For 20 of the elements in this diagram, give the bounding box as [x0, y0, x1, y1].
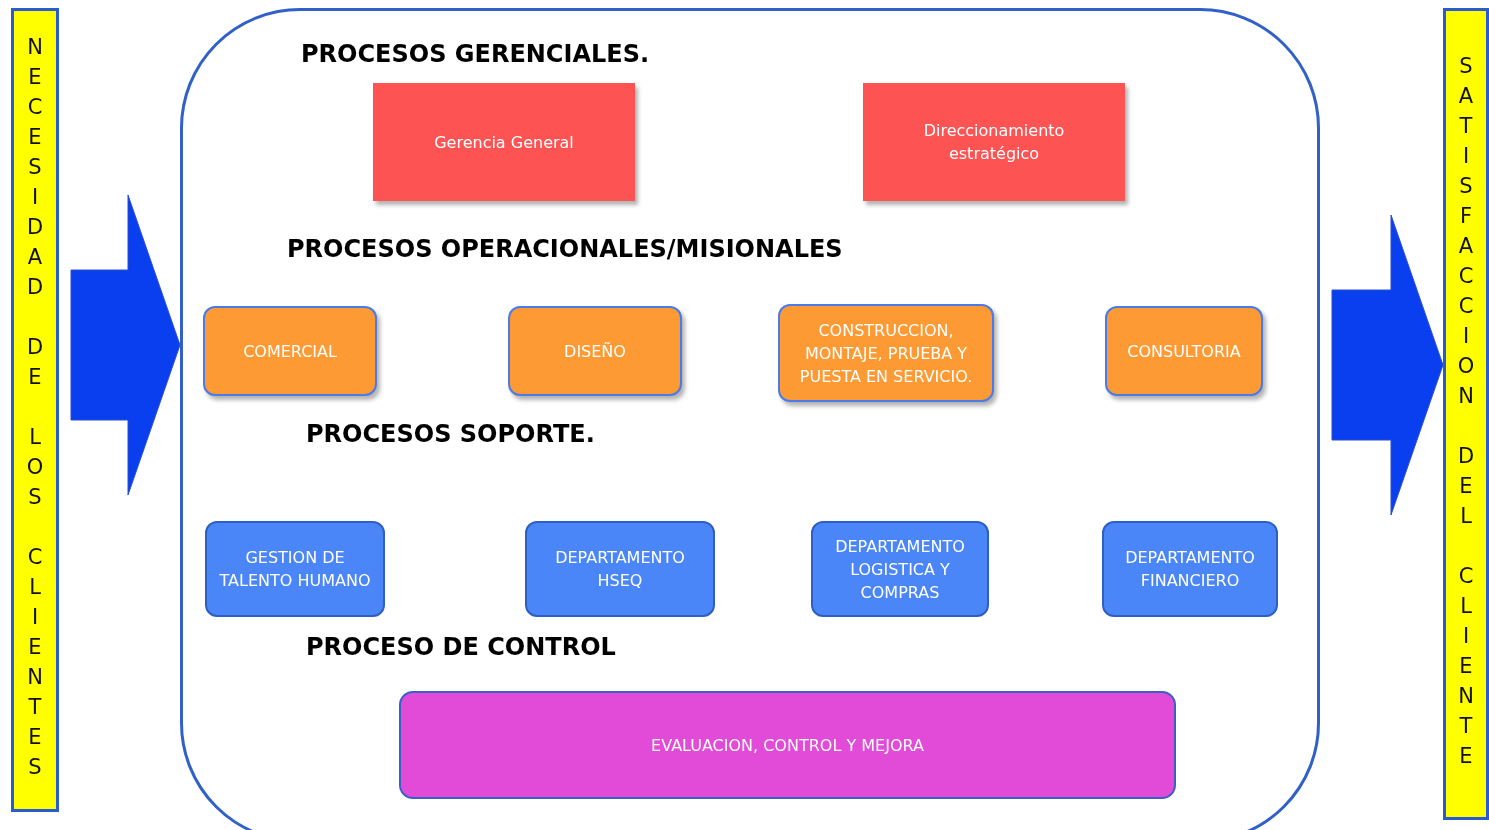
section-heading: PROCESOS GERENCIALES.: [301, 43, 650, 66]
process-box: Gerencia General: [373, 83, 635, 201]
section-heading: PROCESOS OPERACIONALES/MISIONALES: [287, 238, 843, 261]
section-heading: PROCESOS SOPORTE.: [306, 423, 595, 446]
process-box: DEPARTAMENTO FINANCIERO: [1102, 521, 1278, 617]
process-box: DISEÑO: [508, 306, 682, 396]
process-box: EVALUACION, CONTROL Y MEJORA: [399, 691, 1176, 799]
section-heading: PROCESO DE CONTROL: [306, 636, 616, 659]
process-box: COMERCIAL: [203, 306, 377, 396]
side-band: SATISFACCION DEL CLIENTE: [1443, 8, 1489, 820]
process-box: GESTION DE TALENTO HUMANO: [205, 521, 385, 617]
process-box: DEPARTAMENTO HSEQ: [525, 521, 715, 617]
process-box: Direccionamiento estratégico: [863, 83, 1125, 201]
process-box: DEPARTAMENTO LOGISTICA Y COMPRAS: [811, 521, 989, 617]
process-container: [180, 8, 1320, 830]
block-arrow: [1331, 214, 1444, 516]
process-box: CONSULTORIA: [1105, 306, 1263, 396]
side-band: NECESIDAD DE LOS CLIENTES: [11, 8, 59, 812]
process-box: CONSTRUCCION, MONTAJE, PRUEBA Y PUESTA EN SERVICIO.: [778, 304, 994, 402]
block-arrow: [70, 194, 181, 496]
